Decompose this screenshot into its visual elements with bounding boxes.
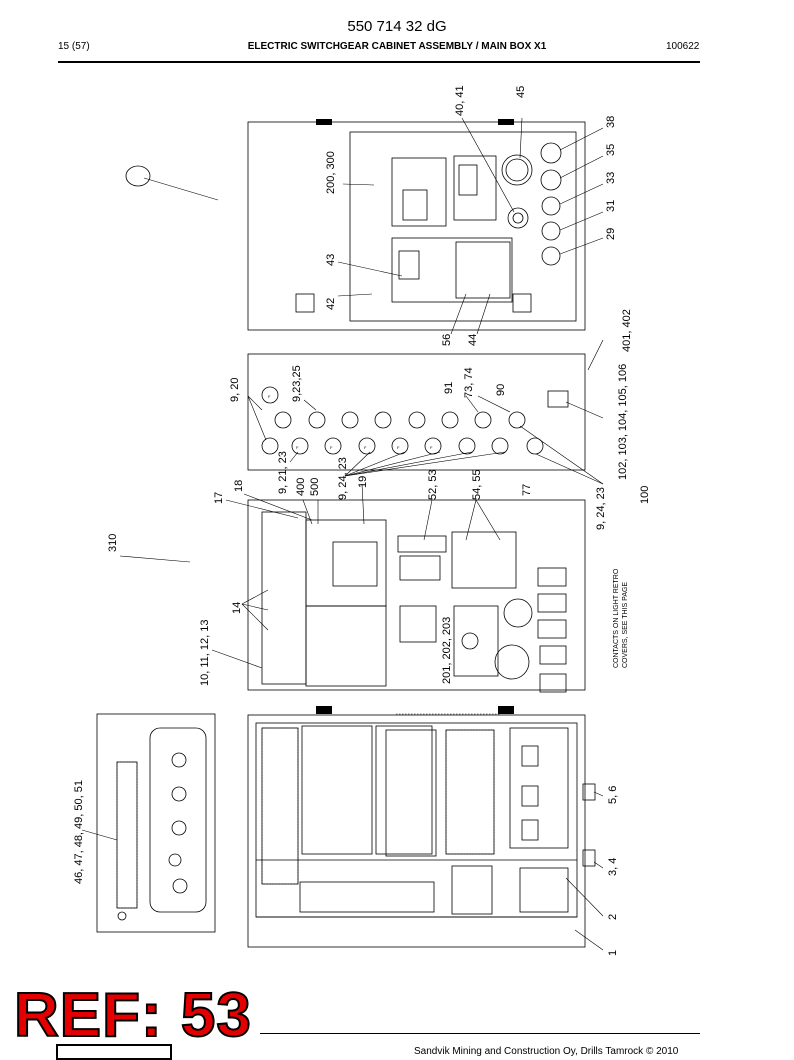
cabinet-body <box>247 714 586 948</box>
callout-19: 19 <box>357 476 369 488</box>
callout-31: 31 <box>605 200 617 212</box>
brand-logo <box>56 1044 172 1060</box>
callout-77: 77 <box>521 484 533 496</box>
header-rule <box>58 61 700 63</box>
document-title: ELECTRIC SWITCHGEAR CABINET ASSEMBLY / M… <box>247 41 547 52</box>
document-number: 550 714 32 dG <box>347 18 447 35</box>
callout-29: 29 <box>605 228 617 240</box>
callout-9-21-23: 9, 21, 23 <box>277 451 289 494</box>
footer-rule <box>260 1033 700 1034</box>
callout-46-51: 46, 47, 48, 49, 50, 51 <box>73 780 85 884</box>
svg-text:F: F <box>397 445 400 450</box>
callout-200-300: 200, 300 <box>325 151 337 194</box>
door-inner-panel <box>349 131 577 322</box>
callout-5-6: 5, 6 <box>607 786 619 804</box>
callout-43: 43 <box>325 254 337 266</box>
reference-stamp: REF: 53 <box>13 981 252 1050</box>
callout-9-24-23-left: 9, 24, 23 <box>337 457 349 500</box>
door-outer <box>247 121 586 331</box>
callout-91: 91 <box>443 382 455 394</box>
note-line-1: CONTACTS ON LIGHT RETRO <box>613 568 620 668</box>
callout-18: 18 <box>233 480 245 492</box>
callout-9-23-25: 9,23,25 <box>291 365 303 402</box>
note-line-2: COVERS, SEE THIS PAGE <box>622 582 629 668</box>
footer-copyright: Sandvik Mining and Construction Oy, Dril… <box>414 1046 679 1057</box>
callout-102-106: 102, 103, 104, 105, 106 <box>617 364 629 480</box>
callout-310: 310 <box>107 534 119 552</box>
callout-44: 44 <box>467 334 479 346</box>
svg-text:F: F <box>430 445 433 450</box>
callout-3-4: 3, 4 <box>607 858 619 876</box>
side-gland-plate <box>96 713 216 933</box>
callout-54-55: 54, 55 <box>471 469 483 500</box>
callout-42: 42 <box>325 298 337 310</box>
gland-plate <box>247 353 586 471</box>
callout-35: 35 <box>605 144 617 156</box>
callout-100: 100 <box>639 486 651 504</box>
callout-17: 17 <box>213 492 225 504</box>
callout-400: 400 <box>295 478 307 496</box>
callout-500: 500 <box>309 478 321 496</box>
callout-90: 90 <box>495 384 507 396</box>
callout-14: 14 <box>231 602 243 614</box>
callout-2: 2 <box>607 914 619 920</box>
svg-text:F: F <box>296 445 299 450</box>
callout-9-20: 9, 20 <box>229 378 241 402</box>
svg-text:F: F <box>268 394 271 399</box>
callout-9-24-23-right: 9, 24, 23 <box>595 487 607 530</box>
callout-33: 33 <box>605 172 617 184</box>
svg-text:F: F <box>330 445 333 450</box>
callout-201-203: 201, 202, 203 <box>441 617 453 684</box>
date-code: 100622 <box>666 41 700 52</box>
page-number: 15 (57) <box>58 41 90 52</box>
callout-10-13: 10, 11, 12, 13 <box>199 620 211 686</box>
callout-73-74: 73, 74 <box>463 367 475 398</box>
callout-1: 1 <box>607 950 619 956</box>
callout-45: 45 <box>515 86 527 98</box>
inner-door <box>247 499 586 691</box>
callout-40-41: 40, 41 <box>454 85 466 116</box>
callout-52-53: 52, 53 <box>427 469 439 500</box>
callout-401-402: 401, 402 <box>621 309 633 352</box>
callout-56: 56 <box>441 334 453 346</box>
svg-text:F: F <box>364 445 367 450</box>
callout-38: 38 <box>605 116 617 128</box>
